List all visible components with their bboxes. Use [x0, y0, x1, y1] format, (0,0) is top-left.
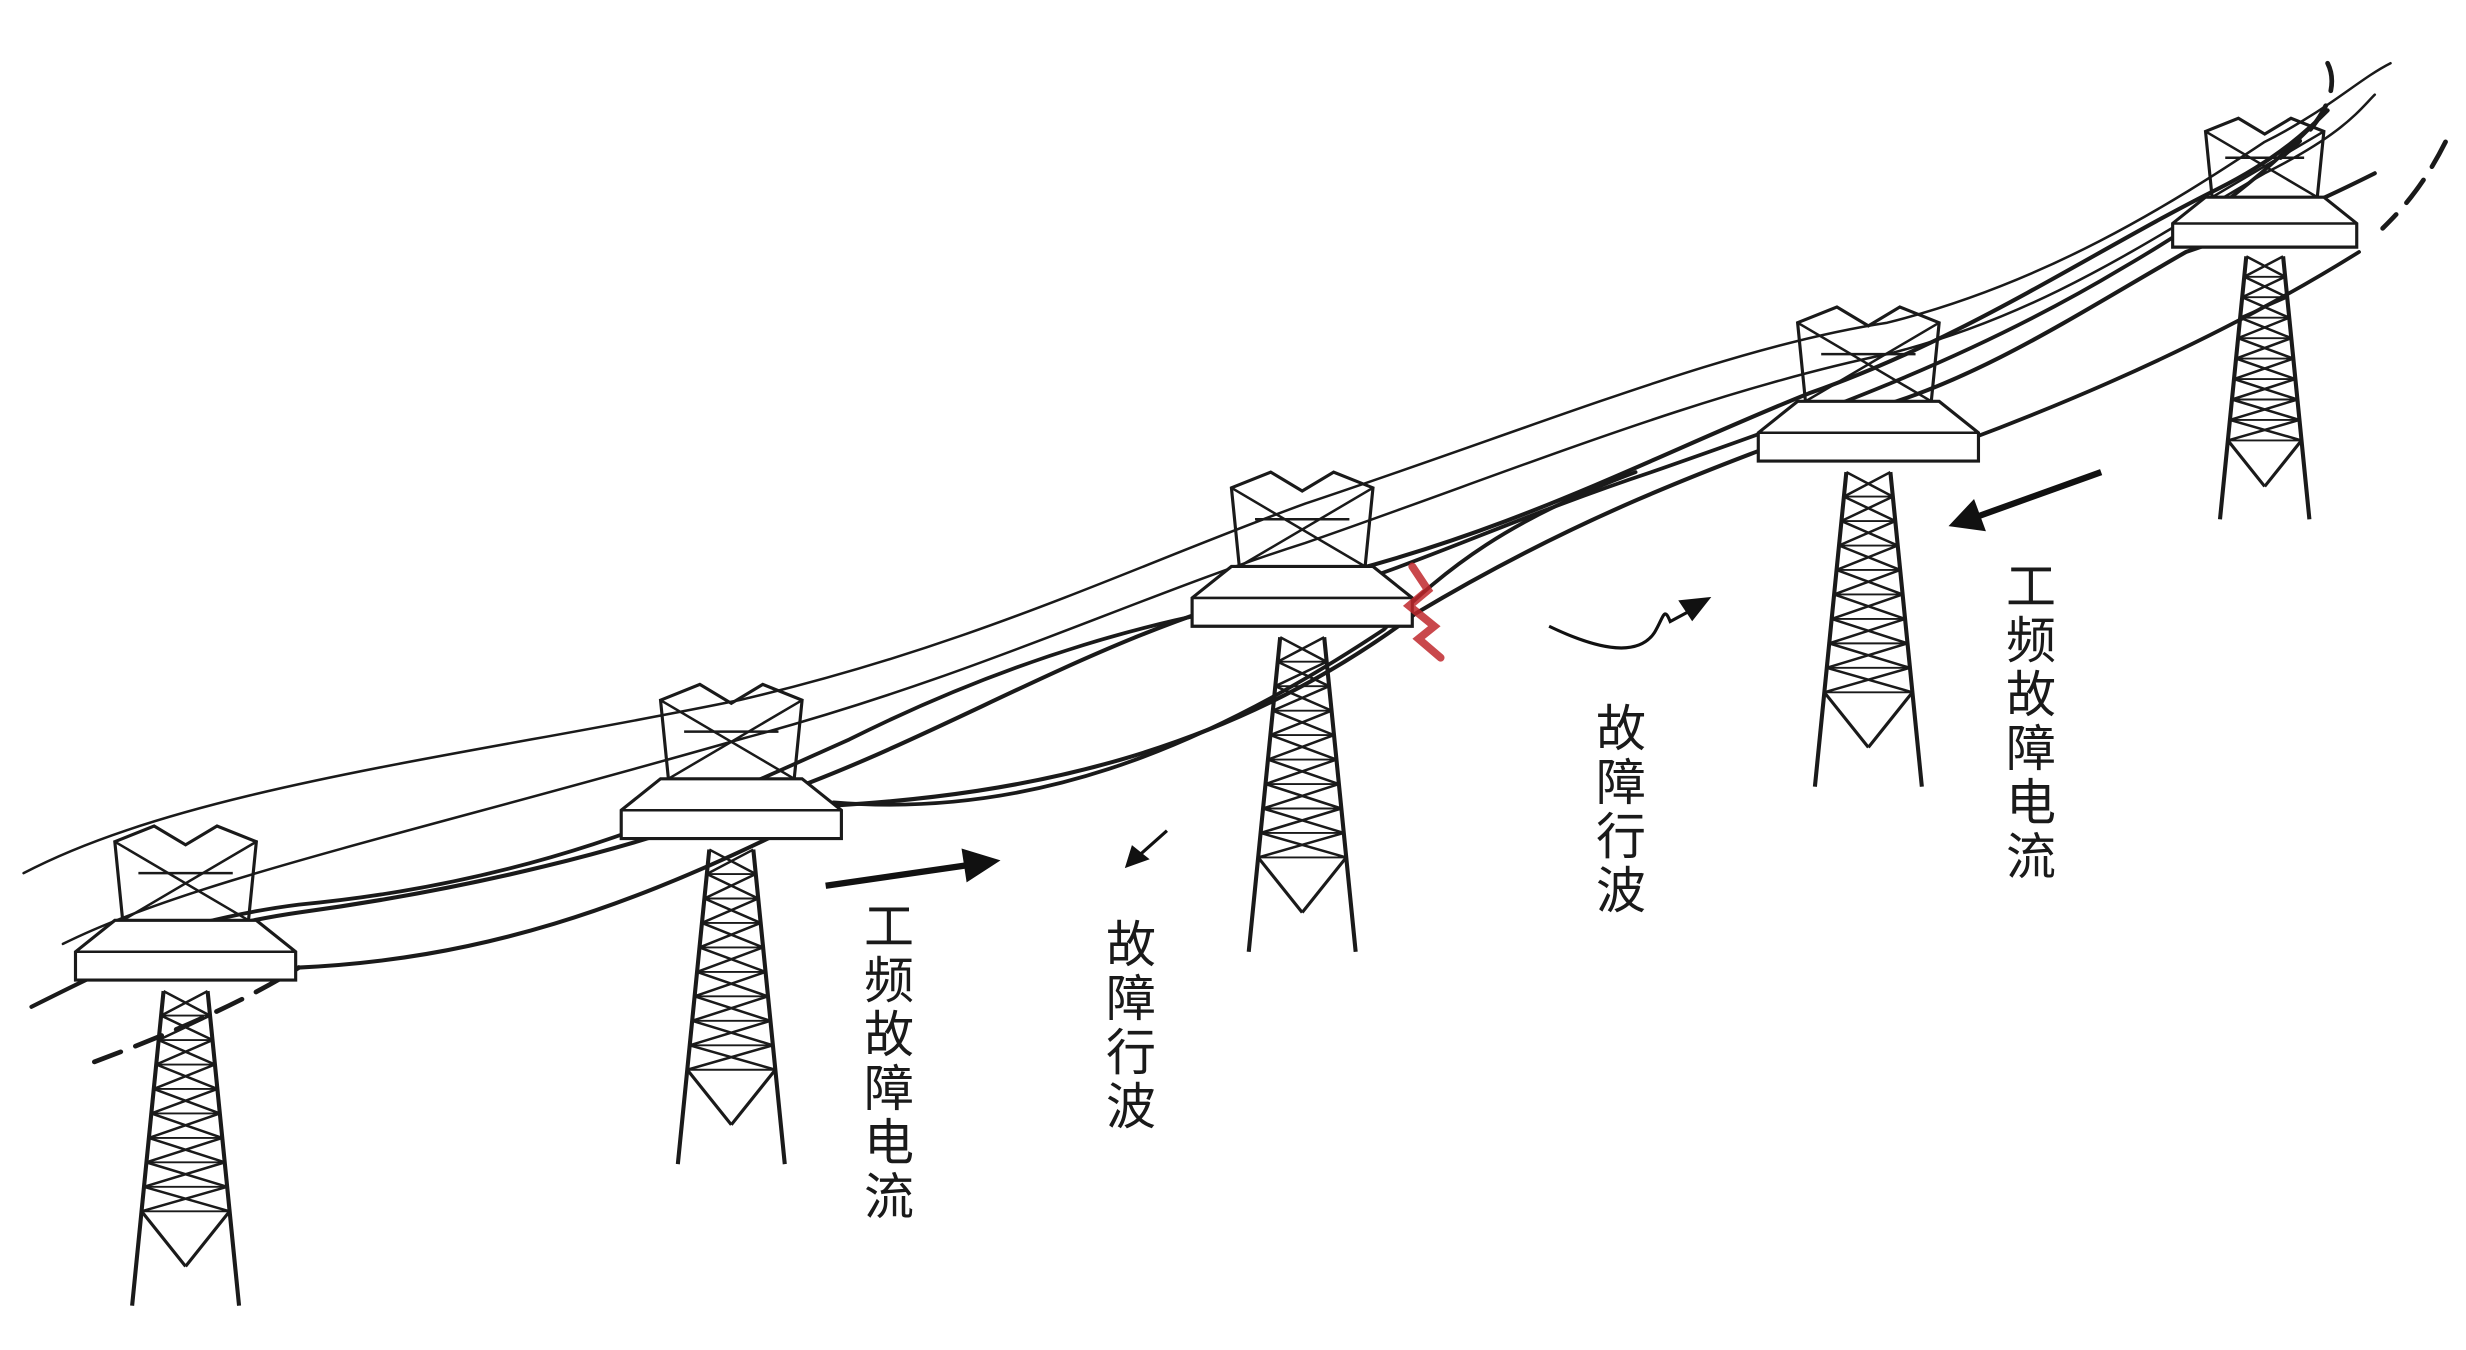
traveling-wave-label-right: 故障行波: [1588, 702, 1646, 918]
traveling-wave-arrow-right-icon: [1548, 596, 1712, 650]
power-current-arrow-left-icon: [825, 848, 1001, 889]
phase-conductor-c: [296, 171, 2377, 970]
fault-point-icon: [1402, 562, 1445, 662]
dashed-continuation-right: [2278, 60, 2448, 231]
conductors: [22, 60, 2448, 1065]
towers: [73, 116, 2359, 1306]
traveling-wave-arrow-left-icon: [1124, 829, 1168, 869]
tower-icon: [1756, 305, 1981, 787]
phase-conductor-e: [1963, 250, 2361, 443]
tower-icon: [2171, 116, 2359, 520]
phase-conductor-a: [29, 108, 2330, 1009]
tower-icon: [1190, 470, 1414, 952]
phase-conductor-b: [76, 124, 2314, 962]
arrows: [825, 469, 2103, 889]
tower-icon: [73, 824, 298, 1306]
power-frequency-current-label-right: 工频故障电流: [1998, 560, 2056, 884]
traveling-wave-label-left: 故障行波: [1098, 918, 1156, 1134]
power-current-arrow-right-icon: [1948, 469, 2103, 532]
power-frequency-current-label-left: 工频故障电流: [856, 900, 914, 1224]
ground-wire-upper: [22, 61, 2392, 875]
tower-icon: [619, 682, 843, 1165]
